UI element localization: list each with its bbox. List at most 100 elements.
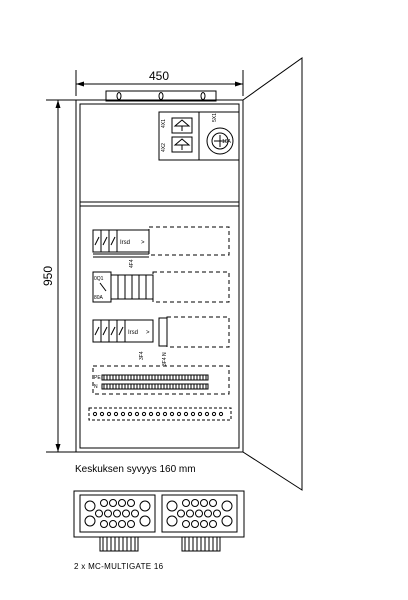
socket-label-4x2: 4X2 — [161, 143, 167, 152]
side-label: 3F4 N — [162, 352, 168, 366]
reserve-space — [148, 226, 230, 256]
reserve-space — [92, 365, 230, 395]
rcd-device — [124, 319, 154, 343]
gland-hole — [100, 520, 108, 528]
mounting-foot-left — [99, 536, 139, 552]
strip-hole — [190, 411, 196, 417]
gland-hole — [118, 520, 126, 528]
rcd-device — [116, 229, 150, 253]
multigate-gland-right — [166, 499, 233, 528]
gland-hole — [221, 500, 233, 512]
n-label: N — [94, 384, 98, 390]
strip-hole — [148, 411, 154, 417]
multigate-gland-left — [84, 499, 151, 528]
main-switch-label: 0Q1 — [94, 276, 104, 282]
bottom-terminal-strip — [88, 407, 232, 421]
gland-hole — [177, 509, 185, 518]
gland-hole — [100, 499, 108, 507]
socket-label-5x1: 5X1 — [212, 113, 218, 122]
gland-hole — [166, 515, 178, 527]
breaker-row-1: Irsd > 4F4 — [92, 226, 230, 268]
gland-hole — [139, 515, 151, 527]
strip-hole — [183, 411, 189, 417]
gland-hole — [104, 509, 112, 518]
width-label: 450 — [149, 69, 169, 83]
breaker-group — [110, 274, 154, 300]
gland-hole — [84, 500, 96, 512]
group-label: 4F4 — [129, 259, 135, 268]
industrial-socket-icon — [206, 127, 234, 155]
open-door — [242, 57, 303, 491]
gland-hole — [109, 499, 117, 507]
pe-label: PE — [94, 375, 101, 381]
depth-caption: Keskuksen syvyys 160 mm — [75, 464, 196, 475]
strip-hole — [197, 411, 203, 417]
gland-hole — [213, 509, 221, 518]
gland-hole — [200, 499, 208, 507]
breaker-row-3: Irsd > 3F4 3F4 N — [92, 316, 230, 366]
gland-hole — [118, 499, 126, 507]
row-labels — [93, 253, 149, 258]
gland-hole — [139, 500, 151, 512]
gland-hole — [204, 509, 212, 518]
breaker-row-2: 0Q1 80A — [92, 271, 230, 303]
terminal-strip-vertical — [158, 317, 168, 347]
gland-hole — [200, 520, 208, 528]
strip-hole — [134, 411, 140, 417]
strip-hole — [211, 411, 217, 417]
strip-hole — [127, 411, 133, 417]
strip-hole — [120, 411, 126, 417]
strip-hole — [113, 411, 119, 417]
gland-hole — [182, 499, 190, 507]
main-switch-rating: 80A — [94, 295, 104, 301]
gland-caption: 2 x MC-MULTIGATE 16 — [74, 562, 164, 571]
gland-hole — [195, 509, 203, 518]
gland-hole — [109, 520, 117, 528]
breaker-group — [92, 229, 118, 253]
gland-hole — [186, 509, 194, 518]
terminal-holes — [92, 411, 224, 417]
gland-hole — [95, 509, 103, 518]
gland-hole — [166, 500, 178, 512]
gland-hole — [182, 520, 190, 528]
gland-hole — [191, 520, 199, 528]
mounting-foot-right — [181, 536, 221, 552]
rcd-arrow: > — [146, 330, 150, 336]
strip-hole — [141, 411, 147, 417]
height-label: 950 — [41, 266, 55, 286]
reserve-space — [152, 271, 230, 303]
gland-hole — [221, 515, 233, 527]
strip-hole — [169, 411, 175, 417]
gland-hole — [209, 499, 217, 507]
gland-hole — [209, 520, 217, 528]
height-dimension: 950 — [41, 99, 78, 453]
strip-hole — [106, 411, 112, 417]
breaker-group — [92, 319, 126, 343]
socket-label-4x1: 4X1 — [161, 119, 167, 128]
strip-hole — [162, 411, 168, 417]
strip-hole — [204, 411, 210, 417]
gland-hole — [127, 520, 135, 528]
socket-rating: 16A — [222, 139, 232, 145]
busbar-terminals — [103, 375, 207, 389]
group-label: 3F4 — [139, 351, 145, 360]
width-dimension: 450 — [75, 69, 244, 96]
pe-n-terminals: PE N — [92, 365, 230, 395]
strip-hole — [92, 411, 98, 417]
gland-hole — [113, 509, 121, 518]
gland-hole — [131, 509, 139, 518]
rcd-label: Irsd — [128, 330, 138, 336]
gland-hole — [191, 499, 199, 507]
rcd-label: Irsd — [120, 240, 130, 246]
strip-hole — [218, 411, 224, 417]
cable-gland-plate — [73, 490, 245, 552]
strip-hole — [99, 411, 105, 417]
gland-hole — [122, 509, 130, 518]
strip-hole — [176, 411, 182, 417]
gland-hole — [127, 499, 135, 507]
socket-panel: 4X1 4X2 5X1 16A — [158, 111, 240, 161]
gland-hole — [84, 515, 96, 527]
strip-hole — [155, 411, 161, 417]
socket-icon — [171, 117, 193, 153]
